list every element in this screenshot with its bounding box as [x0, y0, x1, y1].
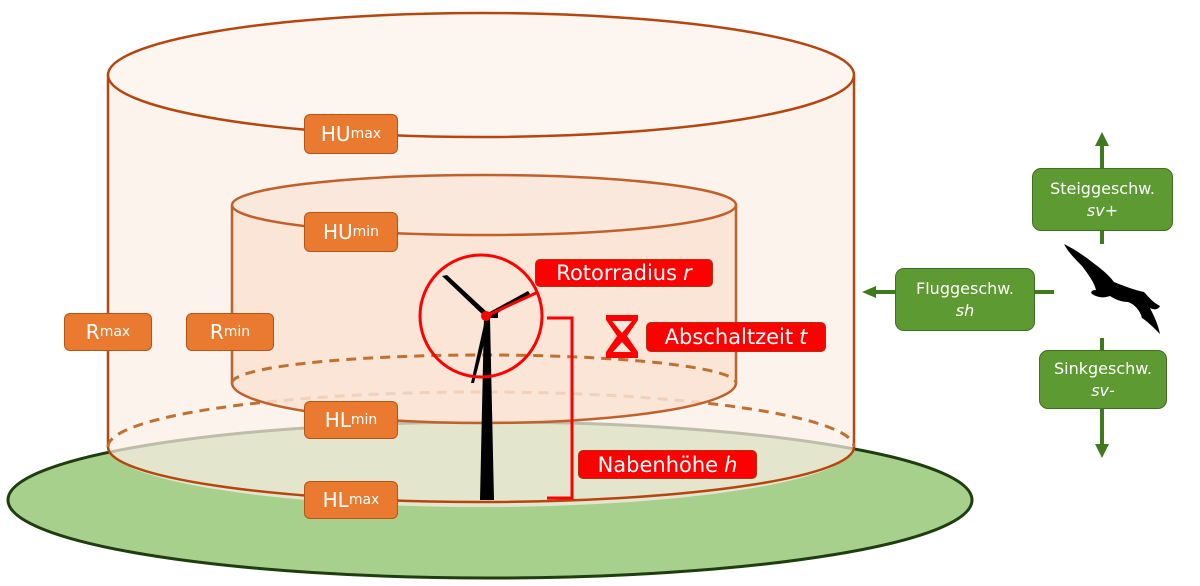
- hu-max-base: HU: [320, 122, 351, 146]
- arrow-down-icon: [1095, 338, 1109, 458]
- rotor-radius-text: Rotorradius: [556, 261, 678, 285]
- arrow-up-icon: [1095, 132, 1109, 244]
- hub-height-var: h: [724, 452, 738, 477]
- rotor-radius-line: [485, 291, 537, 318]
- r-max-base: R: [85, 320, 100, 344]
- hub-height-text: Nabenhöhe: [597, 452, 719, 477]
- rotor-circle: [418, 253, 544, 379]
- outer-cylinder-bottom-front: [106, 446, 856, 504]
- flight-speed-box: Fluggeschw. sh: [895, 268, 1035, 331]
- r-min-base: R: [209, 320, 224, 344]
- hl-max-base: HL: [322, 488, 349, 512]
- shutdown-time-text: Abschaltzeit: [664, 325, 794, 349]
- flight-speed-var: sh: [955, 300, 975, 320]
- bird-silhouette-icon: [1064, 244, 1160, 334]
- hourglass-icon: [606, 315, 638, 358]
- hl-min-base: HL: [324, 408, 351, 432]
- climb-speed-var: sv+: [1086, 200, 1119, 220]
- sink-speed-var: sv-: [1091, 380, 1115, 400]
- rotor-radius-var: r: [683, 261, 692, 285]
- climb-speed-box: Steiggeschw. sv+: [1032, 168, 1173, 231]
- sink-speed-box: Sinkgeschw. sv-: [1039, 350, 1167, 409]
- hub-height-bracket: [547, 316, 574, 500]
- flight-speed-text: Fluggeschw.: [916, 278, 1014, 298]
- hu-min-base: HU: [322, 220, 353, 244]
- climb-speed-text: Steiggeschw.: [1050, 178, 1155, 198]
- outer-cylinder-bottom-back: [106, 390, 856, 448]
- shutdown-time-var: t: [799, 325, 808, 349]
- outer-cylinder-top: [106, 11, 856, 139]
- arrow-left-icon: [862, 286, 1054, 298]
- sink-speed-text: Sinkgeschw.: [1054, 358, 1152, 378]
